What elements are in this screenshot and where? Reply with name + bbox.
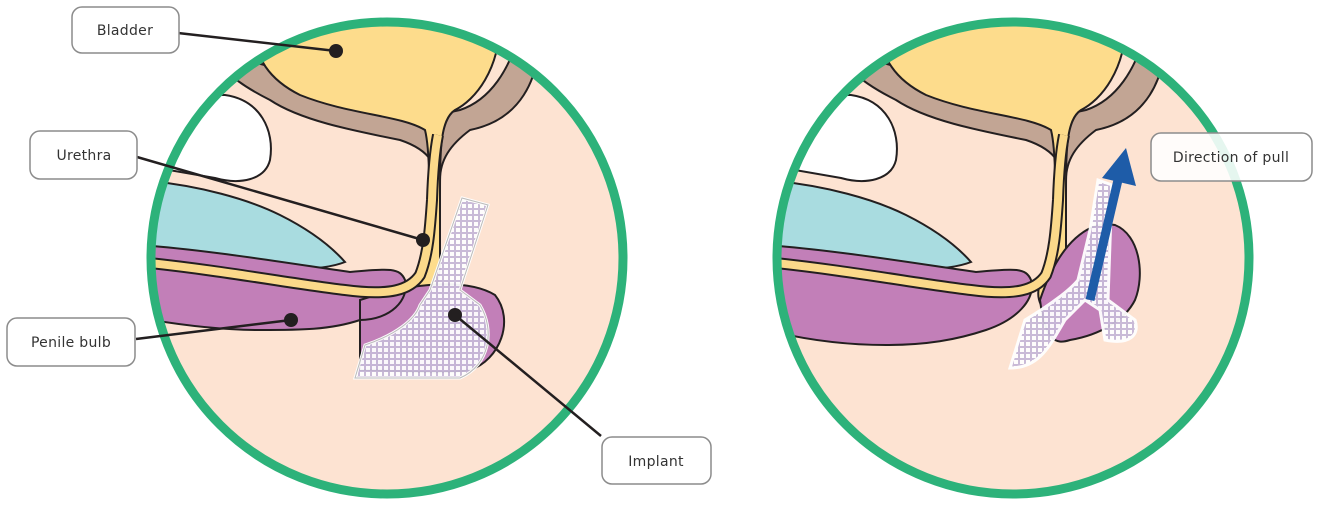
label-direction-of-pull-text: Direction of pull [1173, 150, 1289, 166]
label-implant: Implant [602, 437, 711, 484]
left-illustration [140, 10, 640, 506]
label-penile-bulb-text: Penile bulb [31, 335, 111, 351]
label-urethra: Urethra [30, 131, 137, 179]
right-illustration [766, 10, 1266, 506]
label-penile-bulb: Penile bulb [7, 318, 135, 366]
leader-dot-implant [448, 308, 462, 322]
leader-dot-urethra [416, 233, 430, 247]
label-bladder: Bladder [72, 7, 179, 53]
leader-dot-penile-bulb [284, 313, 298, 327]
label-implant-text: Implant [628, 454, 684, 470]
label-bladder-text: Bladder [97, 23, 153, 39]
leader-dot-bladder [329, 44, 343, 58]
label-urethra-text: Urethra [56, 148, 111, 164]
label-direction-of-pull: Direction of pull [1151, 133, 1312, 181]
